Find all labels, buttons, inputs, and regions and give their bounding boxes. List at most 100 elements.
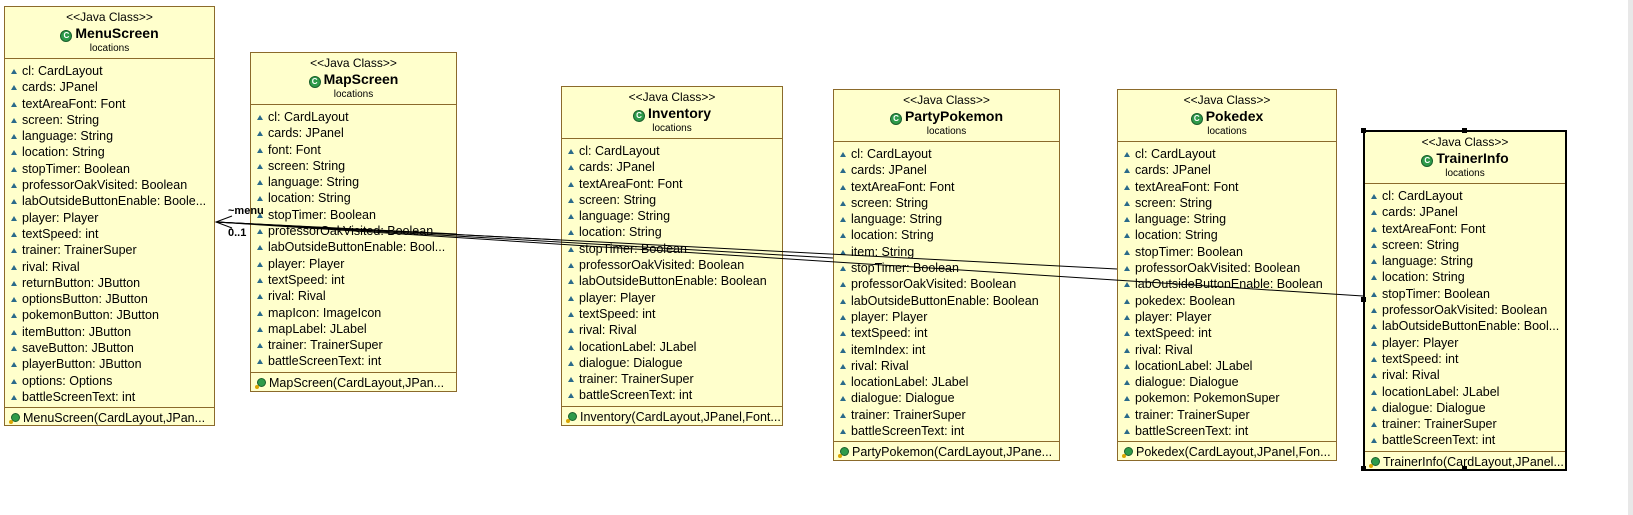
attribute-row[interactable]: cl: CardLayout [562,143,782,159]
selection-handle[interactable] [1462,128,1467,133]
attribute-row[interactable]: returnButton: JButton [5,275,214,291]
operation-row[interactable]: PartyPokemon(CardLayout,JPane... [834,444,1059,460]
attribute-row[interactable]: textAreaFont: Font [1118,179,1336,195]
attribute-row[interactable]: mapIcon: ImageIcon [251,305,456,321]
attribute-row[interactable]: language: String [562,208,782,224]
attribute-row[interactable]: player: Player [251,256,456,272]
attribute-row[interactable]: textAreaFont: Font [5,96,214,112]
attribute-row[interactable]: item: String [834,244,1059,260]
attribute-row[interactable]: screen: String [1118,195,1336,211]
attribute-row[interactable]: rival: Rival [5,259,214,275]
attribute-row[interactable]: playerButton: JButton [5,356,214,372]
attribute-row[interactable]: pokemonButton: JButton [5,307,214,323]
attribute-row[interactable]: cards: JPanel [251,125,456,141]
attribute-row[interactable]: font: Font [251,142,456,158]
attribute-row[interactable]: professorOakVisited: Boolean [251,223,456,239]
attribute-row[interactable]: location: String [1365,269,1565,285]
attribute-row[interactable]: options: Options [5,373,214,389]
attribute-row[interactable]: dialogue: Dialogue [834,390,1059,406]
attribute-row[interactable]: textSpeed: int [834,325,1059,341]
attribute-row[interactable]: cards: JPanel [834,162,1059,178]
attribute-row[interactable]: language: String [251,174,456,190]
attribute-row[interactable]: screen: String [5,112,214,128]
attribute-row[interactable]: textSpeed: int [562,306,782,322]
attribute-row[interactable]: location: String [5,144,214,160]
attribute-row[interactable]: professorOakVisited: Boolean [5,177,214,193]
attribute-row[interactable]: dialogue: Dialogue [1118,374,1336,390]
operation-row[interactable]: TrainerInfo(CardLayout,JPanel... [1365,454,1565,470]
attribute-row[interactable]: trainer: TrainerSuper [834,407,1059,423]
attribute-row[interactable]: rival: Rival [1365,367,1565,383]
attribute-row[interactable]: rival: Rival [562,322,782,338]
attribute-row[interactable]: language: String [1118,211,1336,227]
attribute-row[interactable]: textAreaFont: Font [834,179,1059,195]
attribute-row[interactable]: professorOakVisited: Boolean [834,276,1059,292]
attribute-row[interactable]: player: Player [5,210,214,226]
attribute-row[interactable]: rival: Rival [251,288,456,304]
attribute-row[interactable]: stopTimer: Boolean [562,241,782,257]
attribute-row[interactable]: itemButton: JButton [5,324,214,340]
attribute-row[interactable]: textAreaFont: Font [562,176,782,192]
attribute-row[interactable]: locationLabel: JLabel [562,339,782,355]
attribute-row[interactable]: locationLabel: JLabel [1118,358,1336,374]
attribute-row[interactable]: player: Player [834,309,1059,325]
attribute-row[interactable]: mapLabel: JLabel [251,321,456,337]
attribute-row[interactable]: cards: JPanel [1365,204,1565,220]
attribute-row[interactable]: professorOakVisited: Boolean [562,257,782,273]
attribute-row[interactable]: language: String [1365,253,1565,269]
attribute-row[interactable]: player: Player [562,290,782,306]
attribute-row[interactable]: locationLabel: JLabel [834,374,1059,390]
attribute-row[interactable]: labOutsideButtonEnable: Boole... [5,193,214,209]
operation-row[interactable]: MapScreen(CardLayout,JPan... [251,375,456,391]
attribute-row[interactable]: cards: JPanel [1118,162,1336,178]
attribute-row[interactable]: battleScreenText: int [1118,423,1336,439]
attribute-row[interactable]: screen: String [834,195,1059,211]
operation-row[interactable]: Pokedex(CardLayout,JPanel,Fon... [1118,444,1336,460]
attribute-row[interactable]: saveButton: JButton [5,340,214,356]
attribute-row[interactable]: cl: CardLayout [1365,188,1565,204]
selection-handle[interactable] [1361,128,1366,133]
attribute-row[interactable]: professorOakVisited: Boolean [1365,302,1565,318]
attribute-row[interactable]: language: String [5,128,214,144]
operation-row[interactable]: Inventory(CardLayout,JPanel,Font... [562,409,782,425]
attribute-row[interactable]: screen: String [251,158,456,174]
attribute-row[interactable]: stopTimer: Boolean [251,207,456,223]
attribute-row[interactable]: battleScreenText: int [562,387,782,403]
attribute-row[interactable]: location: String [562,224,782,240]
attribute-row[interactable]: trainer: TrainerSuper [562,371,782,387]
attribute-row[interactable]: labOutsideButtonEnable: Boolean [562,273,782,289]
attribute-row[interactable]: professorOakVisited: Boolean [1118,260,1336,276]
attribute-row[interactable]: textSpeed: int [5,226,214,242]
attribute-row[interactable]: battleScreenText: int [5,389,214,405]
attribute-row[interactable]: itemIndex: int [834,342,1059,358]
selection-handle[interactable] [1462,466,1467,471]
attribute-row[interactable]: rival: Rival [834,358,1059,374]
attribute-row[interactable]: cl: CardLayout [5,63,214,79]
selection-handle[interactable] [1361,297,1366,302]
attribute-row[interactable]: cards: JPanel [5,79,214,95]
attribute-row[interactable]: textSpeed: int [1365,351,1565,367]
attribute-row[interactable]: labOutsideButtonEnable: Boolean [1118,276,1336,292]
attribute-row[interactable]: pokemon: PokemonSuper [1118,390,1336,406]
attribute-row[interactable]: locationLabel: JLabel [1365,384,1565,400]
attribute-row[interactable]: trainer: TrainerSuper [251,337,456,353]
attribute-row[interactable]: pokedex: Boolean [1118,293,1336,309]
attribute-row[interactable]: textAreaFont: Font [1365,221,1565,237]
attribute-row[interactable]: battleScreenText: int [1365,432,1565,448]
attribute-row[interactable]: textSpeed: int [1118,325,1336,341]
operation-row[interactable]: MenuScreen(CardLayout,JPan... [5,410,214,426]
attribute-row[interactable]: dialogue: Dialogue [562,355,782,371]
attribute-row[interactable]: trainer: TrainerSuper [1365,416,1565,432]
attribute-row[interactable]: cl: CardLayout [251,109,456,125]
attribute-row[interactable]: language: String [834,211,1059,227]
selection-handle[interactable] [1361,466,1366,471]
attribute-row[interactable]: textSpeed: int [251,272,456,288]
attribute-row[interactable]: location: String [1118,227,1336,243]
attribute-row[interactable]: cards: JPanel [562,159,782,175]
